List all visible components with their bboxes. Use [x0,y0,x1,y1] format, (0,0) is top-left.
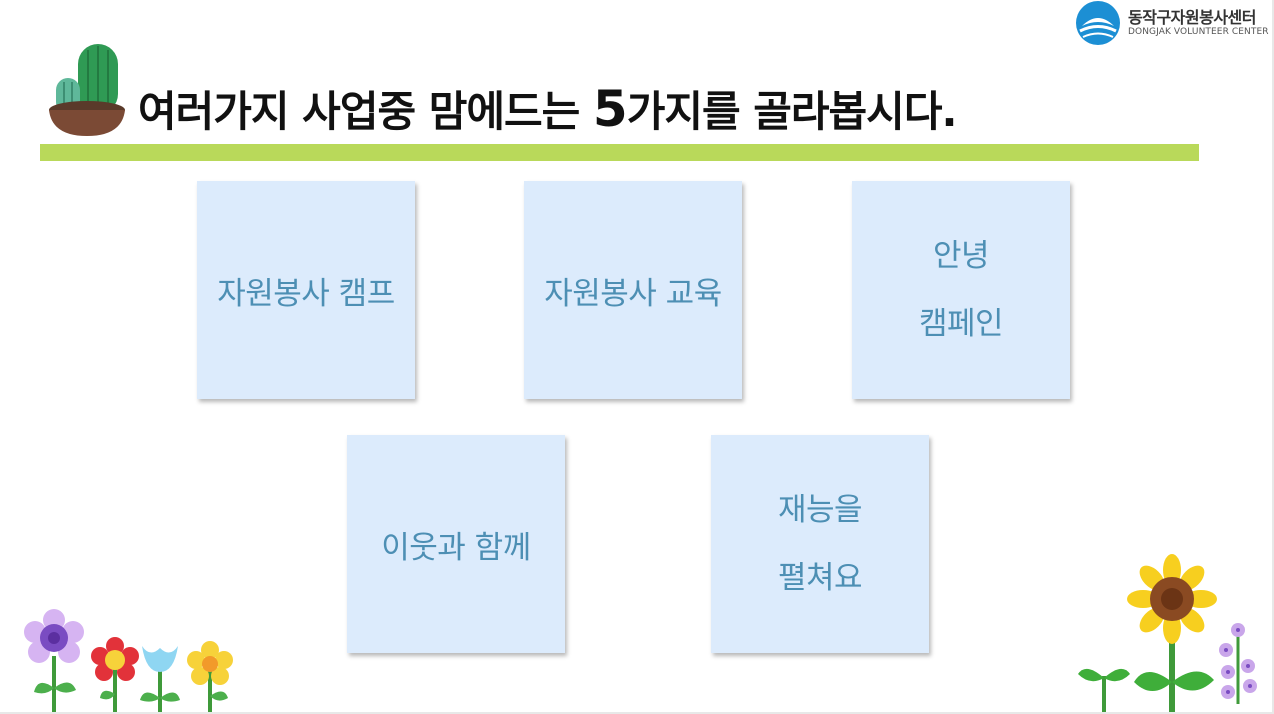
sunflower-illustration [1078,554,1257,712]
page-edge-right [1272,0,1274,714]
title-text-2: 가지를 골라봅시다. [626,87,958,136]
card-label-line2: 펼쳐요 [777,560,863,596]
center-logo: 동작구자원봉사센터 DONGJAK VOLUNTEER CENTER [1074,0,1274,46]
cactus-pot-icon [49,44,125,136]
page-edge-bottom [0,712,1274,714]
card-label-line1: 재능을 [777,492,863,528]
card-hello-campaign[interactable]: 안녕 캠페인 [852,181,1070,399]
wave-circle-logo-icon [1076,1,1120,45]
slide-title: 여러가지 사업중 맘에드는 5가지를 골라봅시다. [138,78,958,139]
card-label-line1: 안녕 [932,238,990,274]
logo-english-name: DONGJAK VOLUNTEER CENTER [1128,27,1269,37]
card-label: 이웃과 함께 [381,529,531,566]
card-label: 자원봉사 캠프 [217,275,395,312]
flowers-left-illustration [24,609,233,712]
card-with-neighbors[interactable]: 이웃과 함께 [347,435,565,653]
card-label: 자원봉사 교육 [544,275,722,312]
card-label-line2: 캠페인 [918,306,1004,342]
title-number: 5 [592,80,628,138]
card-volunteer-education[interactable]: 자원봉사 교육 [524,181,742,399]
card-share-talent[interactable]: 재능을 펼쳐요 [711,435,929,653]
title-accent-bar [40,144,1199,161]
card-volunteer-camp[interactable]: 자원봉사 캠프 [197,181,415,399]
title-text-1: 여러가지 사업중 맘에드는 [138,87,593,136]
logo-korean-name: 동작구자원봉사센터 [1128,8,1256,27]
